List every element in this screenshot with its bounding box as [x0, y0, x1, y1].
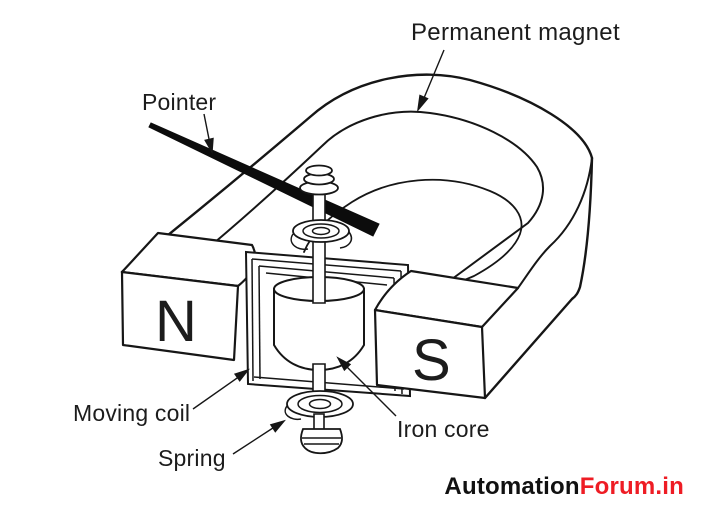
n-pole-front-face	[120, 270, 240, 362]
moving-coil-arrowhead	[233, 368, 250, 382]
permanent-magnet-leader	[423, 49, 445, 99]
n-pole-block	[120, 231, 257, 362]
coil-winding-line	[258, 265, 395, 279]
leader-arrows	[192, 49, 445, 455]
coil-winding-line	[258, 265, 261, 380]
coil-winding-line	[251, 258, 254, 382]
s-pole-top-face	[373, 269, 520, 329]
moving-coil-label: Moving coil	[73, 400, 190, 426]
top-spring-tail	[339, 231, 353, 249]
upper-bearing-knob	[299, 164, 339, 196]
magnet-top-surface-return-edge	[517, 157, 593, 289]
pointer-needle	[148, 122, 380, 237]
coil-winding-line	[251, 258, 402, 272]
s-pole-front-face	[373, 308, 487, 400]
iron-core-arrowhead	[336, 356, 352, 372]
lower-spring-middle-turn	[297, 394, 343, 414]
magnet-right-wall-edge	[483, 156, 594, 400]
pointer-leader	[203, 113, 210, 140]
spindle-upper-shaft-lower	[312, 240, 326, 304]
watermark-brand-red: Forum.in	[579, 473, 684, 500]
permanent-magnet-arrowhead	[416, 94, 429, 113]
spring-label: Spring	[158, 445, 226, 471]
lower-spring-tail	[284, 405, 302, 421]
adjustment-screw	[300, 413, 343, 455]
s-pole-block	[373, 269, 520, 400]
watermark-brand-black: Automation	[444, 473, 580, 500]
iron-core-label: Iron core	[397, 416, 490, 442]
iron-core-leader	[343, 363, 397, 417]
moving-coil-leader	[192, 375, 241, 410]
top-spring-outer-turn	[292, 219, 350, 243]
lower-spring-inner-turn	[308, 398, 332, 410]
pointer-arrowhead	[204, 137, 214, 155]
spring-arrowhead	[269, 419, 286, 433]
magnet-inner-top-curve	[195, 110, 544, 283]
top-control-spring	[290, 219, 353, 251]
screw-head	[300, 428, 343, 455]
top-spring-tail	[290, 233, 309, 251]
magnet-outer-top-curve	[120, 73, 594, 274]
spindle-assembly	[284, 164, 354, 455]
s-pole-marking: S	[412, 328, 451, 393]
coil-winding-line	[253, 376, 405, 390]
top-spring-inner-turn	[311, 226, 331, 236]
screw-shank	[313, 413, 325, 431]
spindle-lower-shaft	[312, 363, 326, 394]
knob-top	[305, 164, 333, 177]
top-spring-middle-turn	[302, 223, 340, 239]
permanent-magnet-label: Permanent magnet	[411, 19, 620, 46]
n-pole-marking: N	[155, 289, 197, 354]
pointer-label: Pointer	[142, 89, 216, 115]
spring-leader	[232, 425, 277, 455]
watermark: AutomationForum.in	[444, 473, 684, 501]
